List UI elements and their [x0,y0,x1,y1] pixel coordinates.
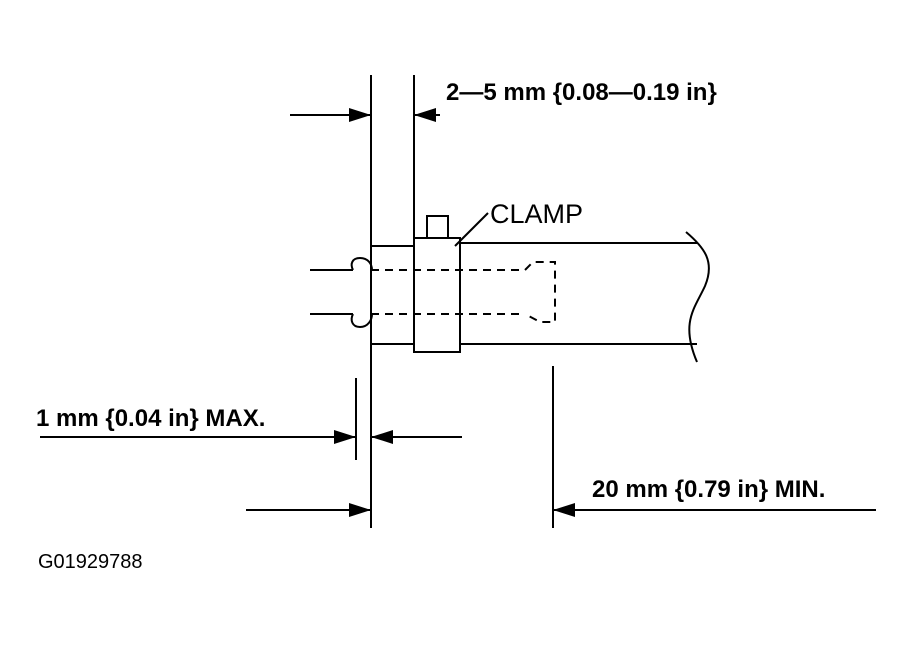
hose-break-line [685,231,710,363]
arrow-max-right [371,430,393,444]
max-overlap-label: 1 mm {0.04 in} MAX. [36,405,266,432]
clamp-gap-label: 2—5 mm {0.08—0.19 in} [446,79,717,106]
arrow-top-right [414,108,436,122]
clamp-leader-line [454,212,489,247]
clamp-label: CLAMP [490,199,584,229]
hose-end-section [370,245,415,345]
arrow-min-right [553,503,575,517]
min-insertion-label: 20 mm {0.79 in} MIN. [592,476,826,503]
clamp-band [413,237,461,353]
arrow-max-left [334,430,356,444]
pipe-bulge-bottom [350,313,373,329]
hidden-pipe-end [524,261,556,323]
figure-code: G01929788 [38,551,143,573]
arrow-top-left [349,108,371,122]
pipe-bulge-top [350,256,373,271]
clamp-tab [426,215,449,239]
arrow-min-left [349,503,371,517]
